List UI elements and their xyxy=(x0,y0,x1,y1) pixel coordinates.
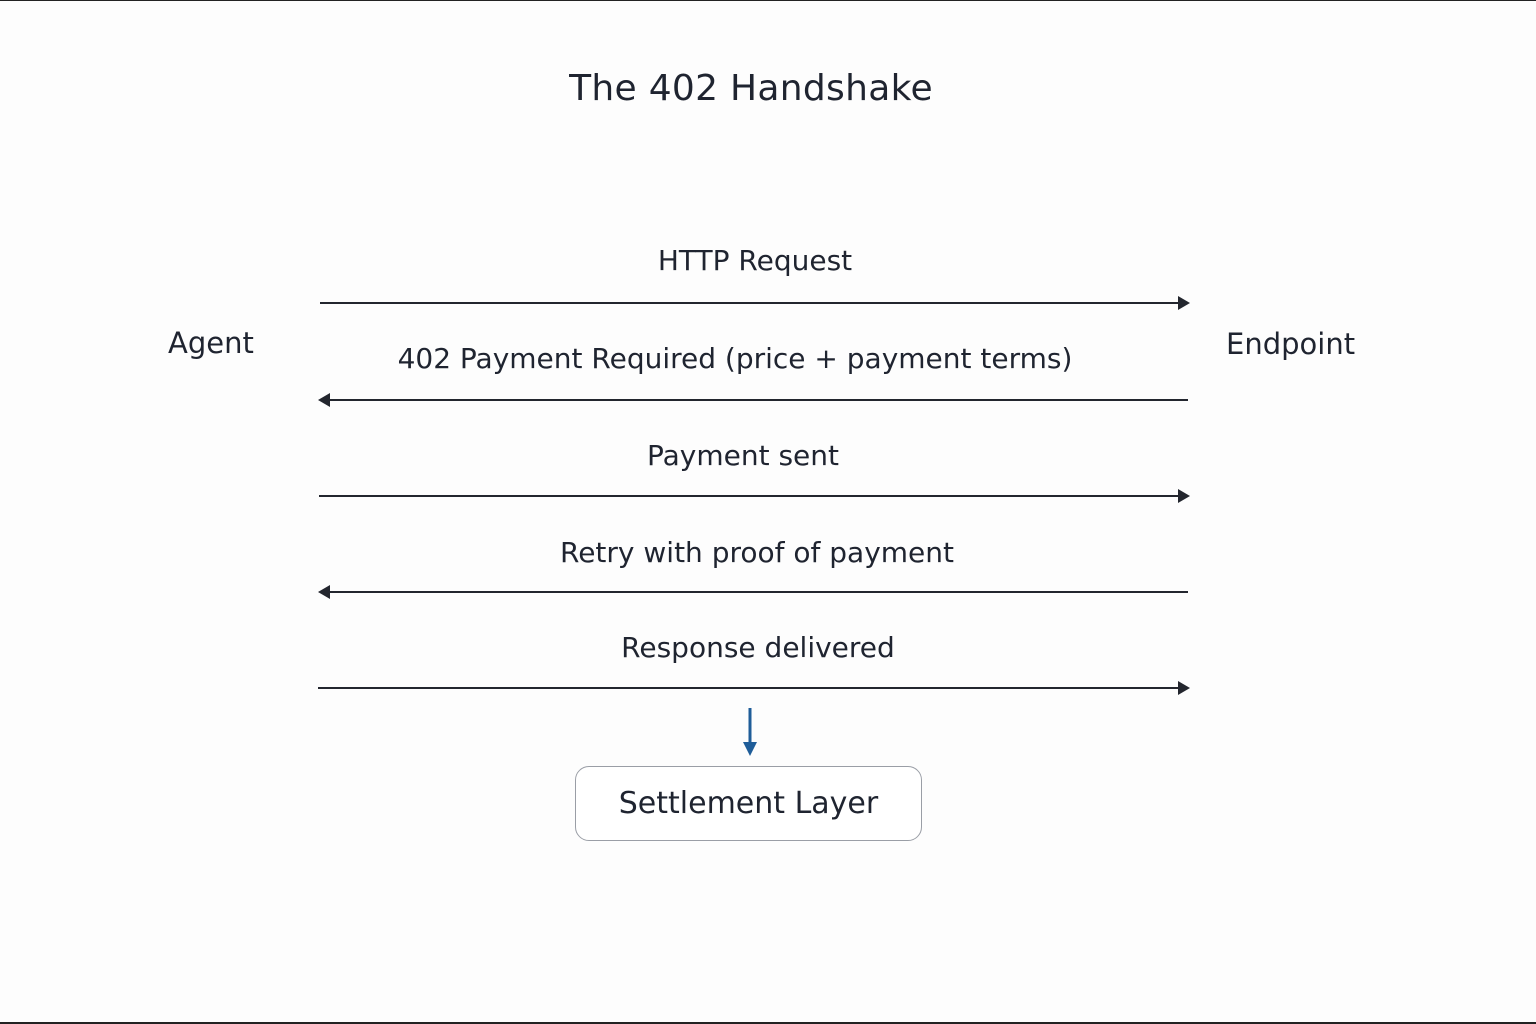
message-label-retry-with-proof: Retry with proof of payment xyxy=(560,536,954,569)
message-label-402-payment-required: 402 Payment Required (price + payment te… xyxy=(397,342,1073,375)
arrow-402-payment-required xyxy=(318,393,1188,407)
message-label-response-delivered: Response delivered xyxy=(621,631,895,664)
arrow-response-delivered xyxy=(318,681,1190,695)
settlement-layer-label: Settlement Layer xyxy=(618,786,879,821)
bottom-border xyxy=(0,1022,1536,1024)
arrow-http-request xyxy=(320,296,1190,310)
arrow-payment-sent xyxy=(319,489,1190,503)
message-label-payment-sent: Payment sent xyxy=(646,439,840,472)
arrow-retry-with-proof xyxy=(318,585,1188,599)
diagram-title: The 402 Handshake xyxy=(569,68,933,109)
settlement-layer-box: Settlement Layer xyxy=(575,766,922,841)
settlement-down-arrow-icon xyxy=(743,708,757,756)
participant-endpoint: Endpoint xyxy=(1226,327,1356,361)
top-border xyxy=(0,0,1536,1)
participant-agent: Agent xyxy=(168,326,254,360)
message-label-http-request: HTTP Request xyxy=(657,244,853,277)
